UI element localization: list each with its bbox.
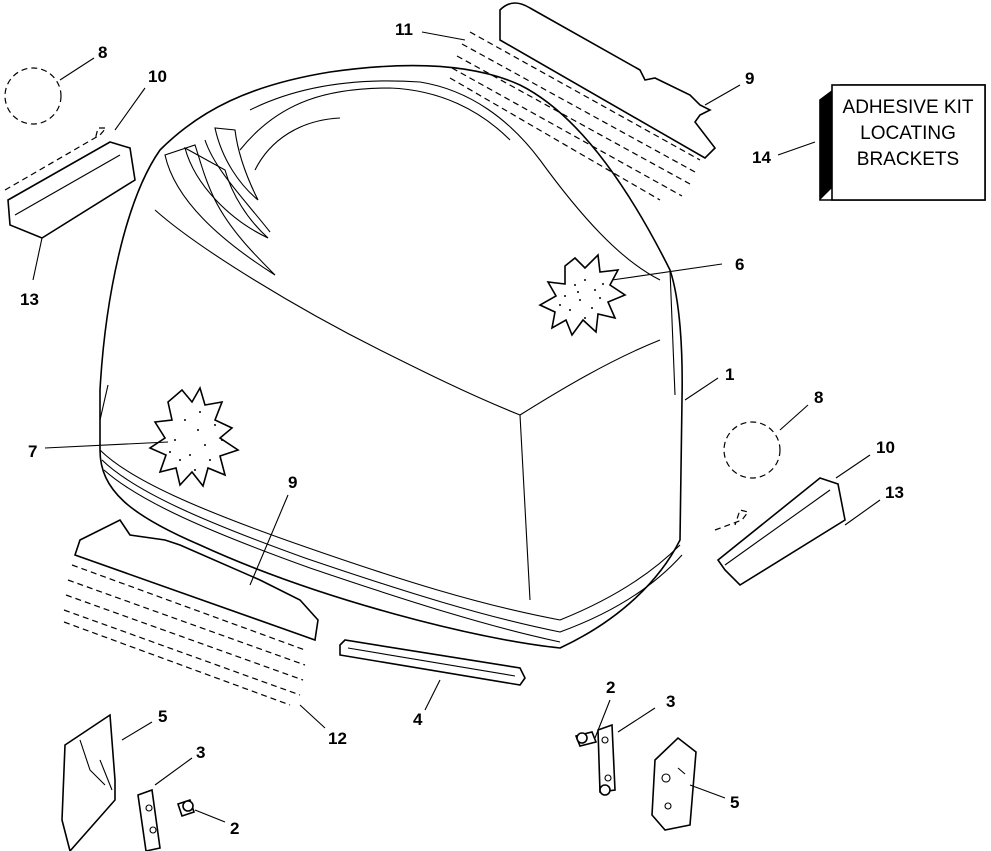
left-trim-pieces	[4, 67, 136, 239]
callout-2-right: 2	[606, 678, 615, 697]
top-cowl	[99, 64, 683, 649]
callout-3-left: 3	[196, 743, 205, 762]
callout-10-right: 10	[876, 438, 895, 457]
callout-10-left: 10	[148, 67, 167, 86]
callout-14: 14	[752, 148, 771, 167]
callout-7: 7	[28, 442, 37, 461]
callout-labels: 1 2 2 3 3 4 5 5 6 7 8 8 9 9 10 10 11 12 …	[20, 20, 904, 838]
top-seal-strip	[449, 2, 717, 201]
right-trim-pieces	[714, 421, 846, 587]
callout-9-bottom: 9	[288, 473, 297, 492]
callout-13-left: 13	[20, 290, 39, 309]
callout-8-left: 8	[98, 43, 107, 62]
seal-4	[339, 639, 526, 686]
kit-line-2: LOCATING	[860, 123, 956, 144]
callout-1: 1	[725, 365, 734, 384]
callout-11: 11	[395, 20, 413, 39]
kit-line-1: ADHESIVE KIT	[843, 97, 974, 118]
bottom-seal-strip	[63, 518, 319, 706]
callout-5-left: 5	[158, 707, 167, 726]
leader-lines	[32, 31, 881, 823]
decal-7	[148, 385, 240, 488]
callout-3-right: 3	[666, 692, 675, 711]
decal-6	[538, 253, 627, 337]
kit-line-3: BRACKETS	[857, 149, 959, 170]
callout-12: 12	[328, 729, 347, 748]
callout-9-top: 9	[745, 69, 754, 88]
callout-13-right: 13	[885, 483, 904, 502]
adhesive-kit-box: ADHESIVE KIT LOCATING BRACKETS	[819, 84, 986, 201]
callout-8-right: 8	[814, 388, 823, 407]
callout-4: 4	[413, 710, 423, 729]
callout-5-right: 5	[730, 793, 739, 812]
callout-6: 6	[735, 255, 744, 274]
callout-2-left: 2	[230, 819, 239, 838]
right-bracket-assembly	[574, 723, 697, 831]
left-bracket-assembly	[61, 713, 196, 851]
